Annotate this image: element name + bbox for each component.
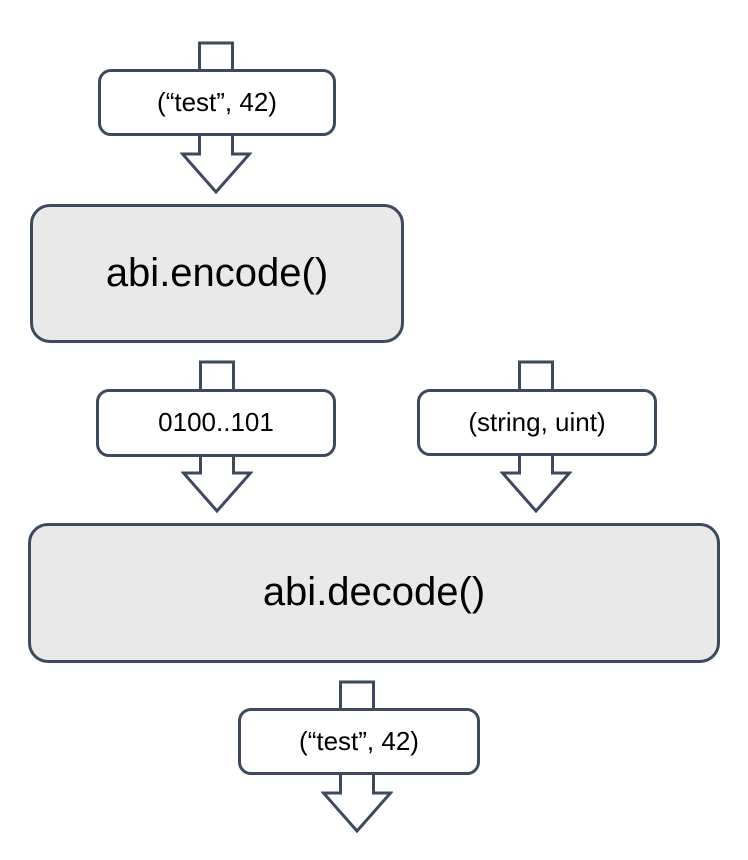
node-abi-encode: abi.encode() [30, 204, 404, 343]
node-input-values: (“test”, 42) [98, 69, 336, 136]
node-type-tuple-label: (string, uint) [468, 406, 606, 437]
node-abi-encode-label: abi.encode() [105, 250, 329, 295]
node-encoded-bytes: 0100..101 [96, 389, 336, 457]
node-input-values-label: (“test”, 42) [157, 86, 277, 117]
node-output-values: (“test”, 42) [238, 708, 480, 775]
node-type-tuple: (string, uint) [417, 389, 657, 456]
node-abi-decode: abi.decode() [28, 523, 720, 663]
node-abi-decode-label: abi.decode() [262, 570, 486, 614]
node-encoded-bytes-label: 0100..101 [158, 407, 274, 437]
node-output-values-label: (“test”, 42) [299, 725, 419, 756]
